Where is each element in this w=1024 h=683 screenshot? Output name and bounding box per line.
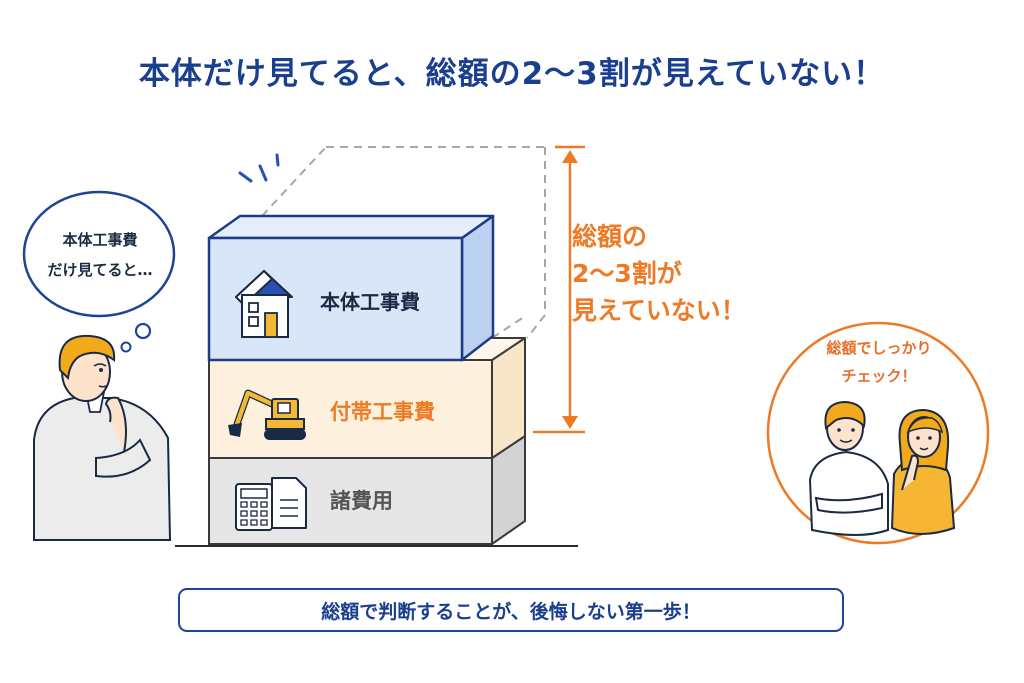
thought-bubble-text: 本体工事費 だけ見てると…	[36, 225, 164, 285]
check-bubble-text: 総額でしっかり チェック！	[788, 334, 970, 390]
annotation-line-1: 総額の	[572, 222, 648, 251]
block-misc-label: 諸費用	[330, 489, 393, 513]
check-line-1: 総額でしっかり	[826, 339, 932, 357]
surprise-lines-icon	[238, 153, 280, 183]
thought-line-1: 本体工事費	[62, 231, 138, 249]
couple-illustration	[808, 400, 956, 536]
house-icon	[235, 270, 293, 338]
excavator-icon	[228, 389, 306, 440]
bottom-banner: 総額で判断することが、後悔しない第一歩！	[178, 588, 844, 632]
hidden-cost-outline	[261, 146, 546, 339]
block-ancillary-label: 付帯工事費	[330, 400, 435, 424]
check-line-2: チェック！	[841, 367, 917, 385]
page-title: 本体だけ見てると、総額の2〜3割が見えていない！	[138, 56, 886, 92]
thought-line-2: だけ見てると…	[47, 261, 153, 279]
annotation-line-2: 2〜3割が	[572, 259, 682, 288]
calculator-document-icon	[235, 477, 307, 531]
annotation-line-3: 見えていない！	[572, 296, 746, 325]
span-arrow	[533, 145, 585, 434]
block-main-label: 本体工事費	[320, 290, 420, 314]
hidden-share-annotation: 総額の 2〜3割が 見えていない！	[572, 218, 772, 329]
thought-bubble	[22, 190, 176, 353]
thinking-man-illustration	[33, 334, 172, 541]
